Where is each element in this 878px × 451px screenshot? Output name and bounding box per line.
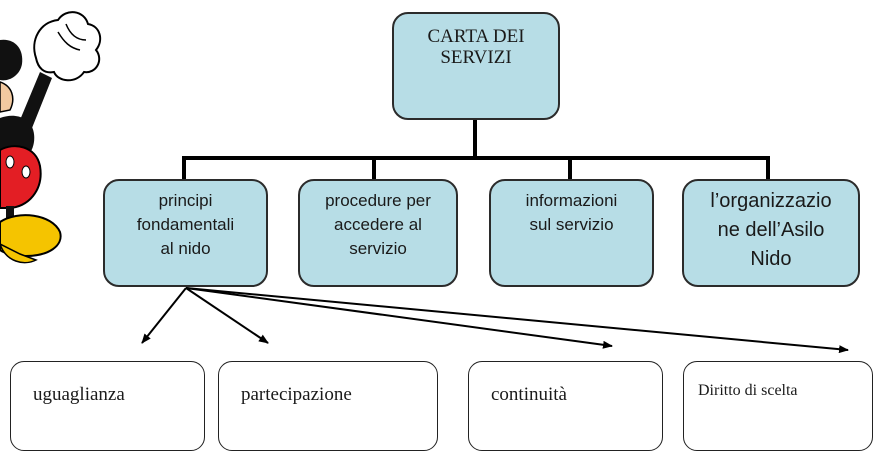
arrow-to-diritto-di-scelta bbox=[185, 287, 849, 354]
principle-node-uguaglianza: uguaglianza bbox=[10, 361, 205, 451]
diagram-canvas: CARTA DEI SERVIZI principi fondamentali … bbox=[0, 11, 873, 451]
tree-connector bbox=[182, 120, 770, 179]
category-node-principi: principi fondamentali al nido bbox=[103, 179, 268, 287]
category-label: principi fondamentali al nido bbox=[136, 191, 235, 258]
connector-lines bbox=[141, 120, 849, 354]
principle-node-diritto-di-scelta: Diritto di scelta bbox=[683, 361, 873, 451]
principle-label: Diritto di scelta bbox=[698, 382, 798, 399]
category-node-informazioni: informazioni sul servizio bbox=[489, 179, 654, 287]
category-node-procedure: procedure per accedere al servizio bbox=[298, 179, 458, 287]
principle-node-partecipazione: partecipazione bbox=[218, 361, 438, 451]
principle-label: partecipazione bbox=[241, 384, 352, 405]
category-label: l’organizzazio ne dell’Asilo Nido bbox=[710, 190, 832, 270]
category-label: informazioni sul servizio bbox=[525, 191, 618, 234]
category-node-organizzazione: l’organizzazio ne dell’Asilo Nido bbox=[682, 179, 860, 287]
category-label: procedure per accedere al servizio bbox=[325, 191, 431, 258]
principle-node-continuita: continuità bbox=[468, 361, 663, 451]
root-node-label: CARTA DEI SERVIZI bbox=[427, 26, 525, 68]
mickey-mouse-illustration bbox=[0, 11, 102, 264]
root-node-carta-dei-servizi: CARTA DEI SERVIZI bbox=[392, 12, 560, 120]
principle-label: continuità bbox=[491, 384, 567, 405]
principle-label: uguaglianza bbox=[33, 384, 125, 405]
arrow-to-continuita bbox=[185, 287, 613, 349]
arrow-to-uguaglianza bbox=[141, 287, 187, 344]
arrow-to-partecipazione bbox=[185, 287, 269, 344]
